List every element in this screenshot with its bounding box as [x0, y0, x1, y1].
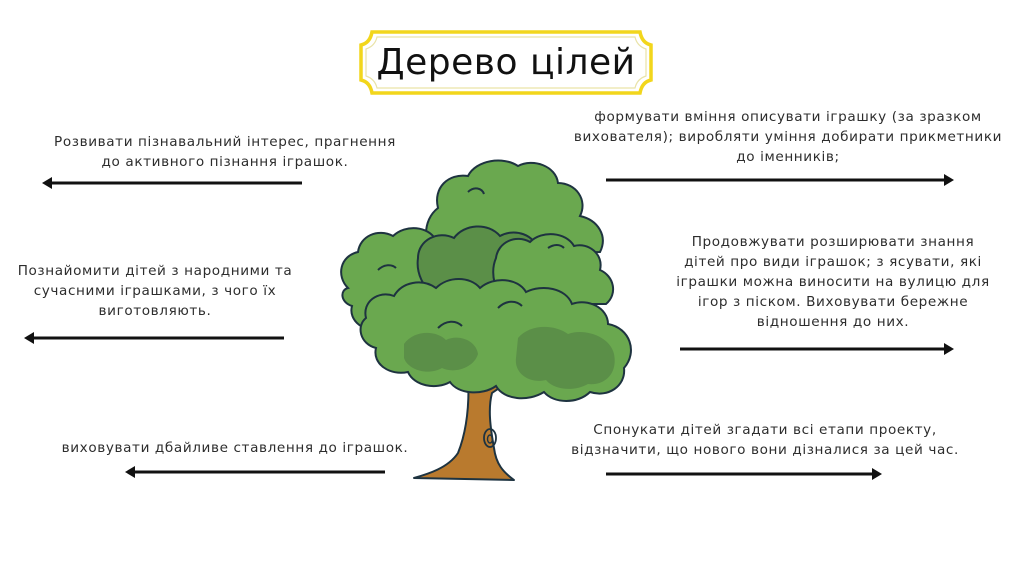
- tree-icon: [340, 159, 632, 481]
- arrow-left-icon: [125, 466, 385, 478]
- ornate-frame-border: [359, 30, 653, 95]
- arrow-left-icon: [24, 332, 284, 344]
- tree-canopy: [340, 159, 632, 402]
- goal-left-2: Познайомити дітей з народними та сучасни…: [17, 263, 293, 319]
- arrow-right-icon: [680, 343, 954, 355]
- goal-left-1: Розвивати пізнавальний інтерес, прагненн…: [54, 134, 396, 170]
- goal-right-1: формувати вміння описувати іграшку (за з…: [573, 109, 1003, 165]
- title-frame: Дерево цілей: [358, 29, 654, 96]
- goal-left-3: виховувати дбайливе ставлення до іграшок…: [61, 440, 409, 456]
- goal-right-3: Спонукати дітей згадати всі етапи проект…: [571, 422, 959, 458]
- page-title: Дерево цілей: [376, 42, 636, 83]
- arrow-left-icon: [42, 177, 302, 189]
- goal-right-2: Продовжувати розширювати знання дітей пр…: [676, 234, 990, 330]
- arrow-right-icon: [606, 468, 882, 480]
- arrow-right-icon: [606, 174, 954, 186]
